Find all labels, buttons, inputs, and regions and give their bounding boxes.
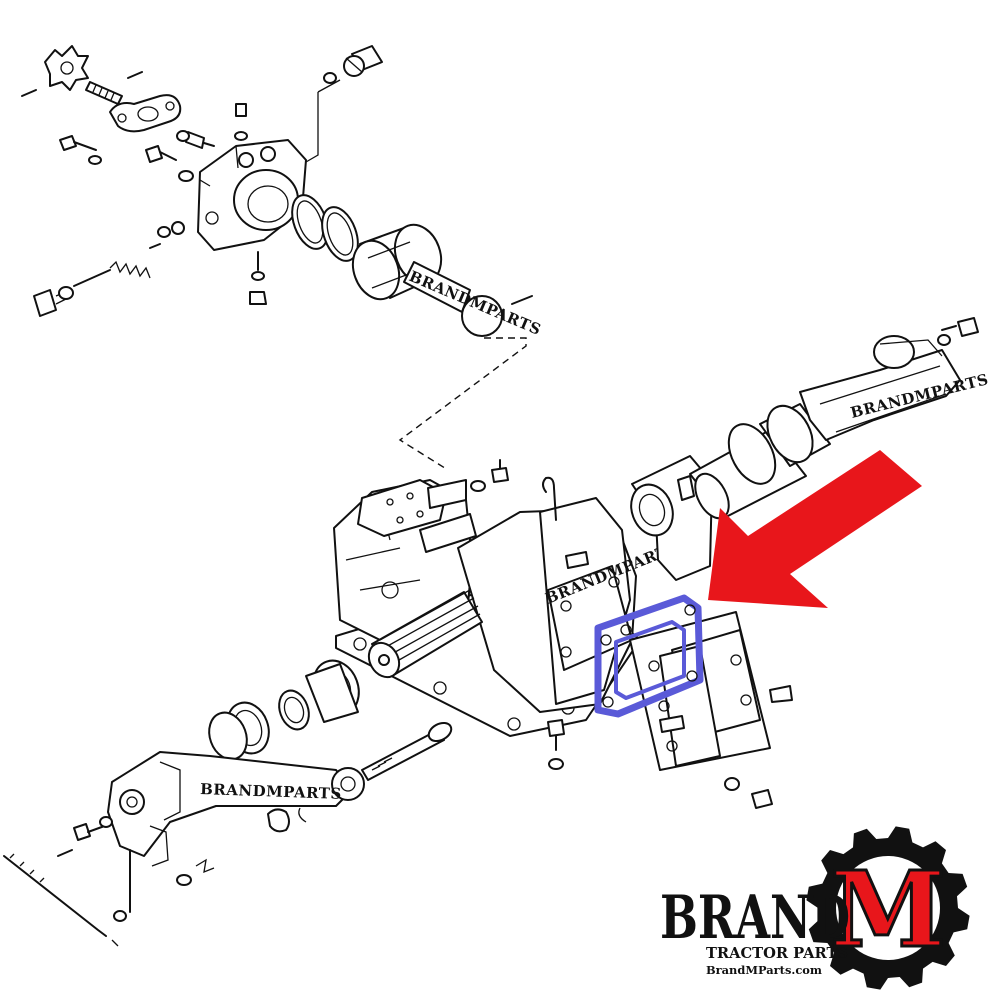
drain-plug-icon xyxy=(249,251,267,305)
seal-ring-icon xyxy=(291,194,359,262)
red-arrow-icon xyxy=(708,450,922,608)
cap-nut-icon xyxy=(343,45,383,77)
star-knob-icon xyxy=(44,45,89,91)
rock-shaft-assembly: BRANDMPARTS xyxy=(630,317,990,581)
part-label: BRANDMPARTS xyxy=(200,780,342,803)
side-cover-plate xyxy=(629,611,793,809)
fitting-icon xyxy=(176,130,215,149)
highlighted-gasket xyxy=(594,594,704,718)
adjuster-rod-icon xyxy=(33,221,185,317)
hex-bolt-icon xyxy=(145,145,177,163)
flange-gasket-icon xyxy=(109,94,182,133)
logo-url: BrandMParts.com xyxy=(706,964,822,977)
control-valve-assembly: BRANDMPARTS xyxy=(21,45,544,471)
bushing-set xyxy=(208,659,360,761)
logo-m-letter: M xyxy=(830,848,945,971)
valve-body-icon xyxy=(197,139,307,251)
left-lift-arm: BRANDMPARTS xyxy=(3,721,453,947)
threaded-stud-icon xyxy=(85,81,123,105)
logo-brand-text: BRAND xyxy=(660,883,850,953)
hydraulic-housing: BRANDMPARTS xyxy=(333,459,681,770)
logo-tagline: TRACTOR PARTS xyxy=(706,944,848,962)
bolt-icon xyxy=(59,135,97,151)
brandm-logo: M BRAND TRACTOR PARTS BrandMParts.com xyxy=(660,826,970,990)
